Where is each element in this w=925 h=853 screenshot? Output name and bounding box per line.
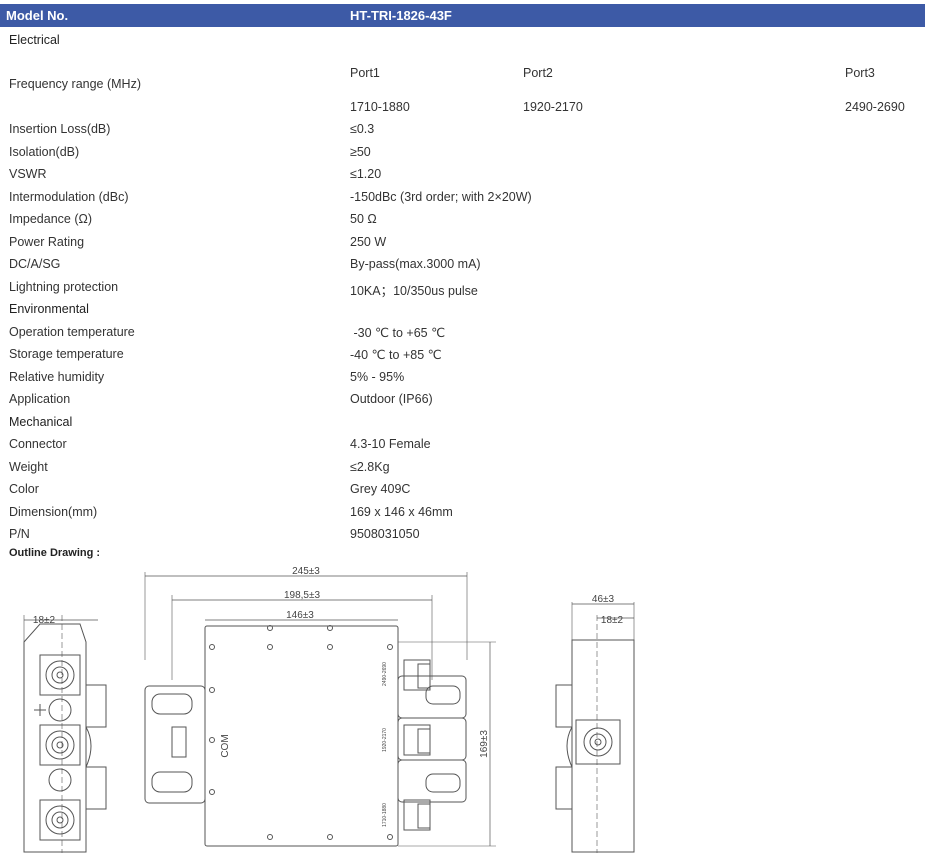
spec-label: Lightning protection [9,280,119,294]
spec-label: Connector [9,437,67,451]
port-label-com: COM [220,734,231,757]
spec-label: Relative humidity [9,370,105,384]
spec-label: Operation temperature [9,325,135,339]
spec-row: Isolation(dB) ≥50 [0,142,925,164]
spec-row: Connector 4.3-10 Female [0,434,925,456]
spec-label: Dimension(mm) [9,505,98,519]
spec-row: P/N 9508031050 [0,524,925,546]
side-view-left [23,615,107,853]
spec-row: Impedance (Ω) 50 Ω [0,209,925,231]
dim-body-width: 146±3 [286,610,314,621]
section-environmental: Environmental [0,299,925,321]
spec-value: -150dBc (3rd order; with 2×20W) [350,190,532,204]
spec-row-frequency: Frequency range (MHz) [0,74,925,96]
spec-value: 9508031050 [350,527,420,541]
port-label-p3: 2490-2690 [382,662,388,686]
dim-side-offset: 18±2 [601,615,624,626]
section-mechanical: Mechanical [0,412,925,434]
side-view-right [555,602,635,853]
spec-label: P/N [9,527,30,541]
spec-row: Power Rating 250 W [0,232,925,254]
spec-label: Color [9,482,39,496]
spec-row: Application Outdoor (IP66) [0,389,925,411]
port3-range: 2490-2690 [845,100,905,114]
spec-value: 5% - 95% [350,370,405,384]
spec-value: 50 Ω [350,212,377,226]
spec-value: ≥50 [350,145,371,159]
spec-row: DC/A/SG By-pass(max.3000 mA) [0,254,925,276]
section-electrical: Electrical [0,30,925,52]
spec-row: Storage temperature -40 ℃ to +85 ℃ [0,344,925,366]
spec-label: Storage temperature [9,347,124,361]
spec-label: VSWR [9,167,47,181]
spec-label: Frequency range (MHz) [9,77,141,91]
spec-label: Insertion Loss(dB) [9,122,111,136]
model-header-bar: Model No. HT-TRI-1826-43F [0,4,925,27]
dim-mid-width: 198,5±3 [284,590,321,601]
outline-drawing-title: Outline Drawing : [9,547,101,559]
spec-value: -30 ℃ to +65 ℃ [350,326,446,340]
model-value: HT-TRI-1826-43F [350,8,452,23]
spec-row: Relative humidity 5% - 95% [0,367,925,389]
spec-value: 169 x 146 x 46mm [350,505,453,519]
port2-name: Port2 [523,66,553,80]
spec-row: VSWR ≤1.20 [0,164,925,186]
spec-label: Application [9,392,71,406]
spec-value: Grey 409C [350,482,411,496]
dim-depth: 46±3 [592,594,615,605]
dim-left-width: 18±2 [33,615,56,626]
port2-range: 1920-2170 [523,100,583,114]
spec-label: Power Rating [9,235,85,249]
port-label-p2: 1920-2170 [382,728,388,752]
section-title: Environmental [9,302,89,316]
section-title: Mechanical [9,415,73,429]
spec-value: By-pass(max.3000 mA) [350,257,481,271]
section-title: Electrical [9,33,60,47]
spec-label: Weight [9,460,48,474]
spec-value: 10KA；10/350us pulse [350,284,478,298]
port1-name: Port1 [350,66,380,80]
spec-row: Weight ≤2.8Kg [0,457,925,479]
spec-value: ≤1.20 [350,167,382,181]
outline-drawing: 18±2 245±3 198,5±3 146±3 46±3 18±2 169±3… [23,566,635,853]
dim-height: 169±3 [479,730,490,758]
spec-value: -40 ℃ to +85 ℃ [350,348,442,362]
dim-overall-width: 245±3 [292,566,320,577]
front-view [144,572,496,847]
spec-label: Intermodulation (dBc) [9,190,129,204]
spec-value: 4.3-10 Female [350,437,431,451]
spec-value: Outdoor (IP66) [350,392,433,406]
spec-label: Impedance (Ω) [9,212,92,226]
spec-value: ≤2.8Kg [350,460,390,474]
spec-row: Dimension(mm) 169 x 146 x 46mm [0,502,925,524]
port3-name: Port3 [845,66,875,80]
spec-row: Lightning protection 10KA；10/350us pulse [0,277,925,299]
port1-range: 1710-1880 [350,100,410,114]
spec-label: Isolation(dB) [9,145,80,159]
spec-row: Intermodulation (dBc) -150dBc (3rd order… [0,187,925,209]
spec-value: 250 W [350,235,387,249]
spec-row: Insertion Loss(dB) ≤0.3 [0,119,925,141]
port-label-p1: 1710-1880 [382,803,388,827]
spec-label: DC/A/SG [9,257,61,271]
model-label: Model No. [6,8,69,23]
spec-row: Color Grey 409C [0,479,925,501]
spec-value: ≤0.3 [350,122,375,136]
spec-row: Operation temperature -30 ℃ to +65 ℃ [0,322,925,344]
